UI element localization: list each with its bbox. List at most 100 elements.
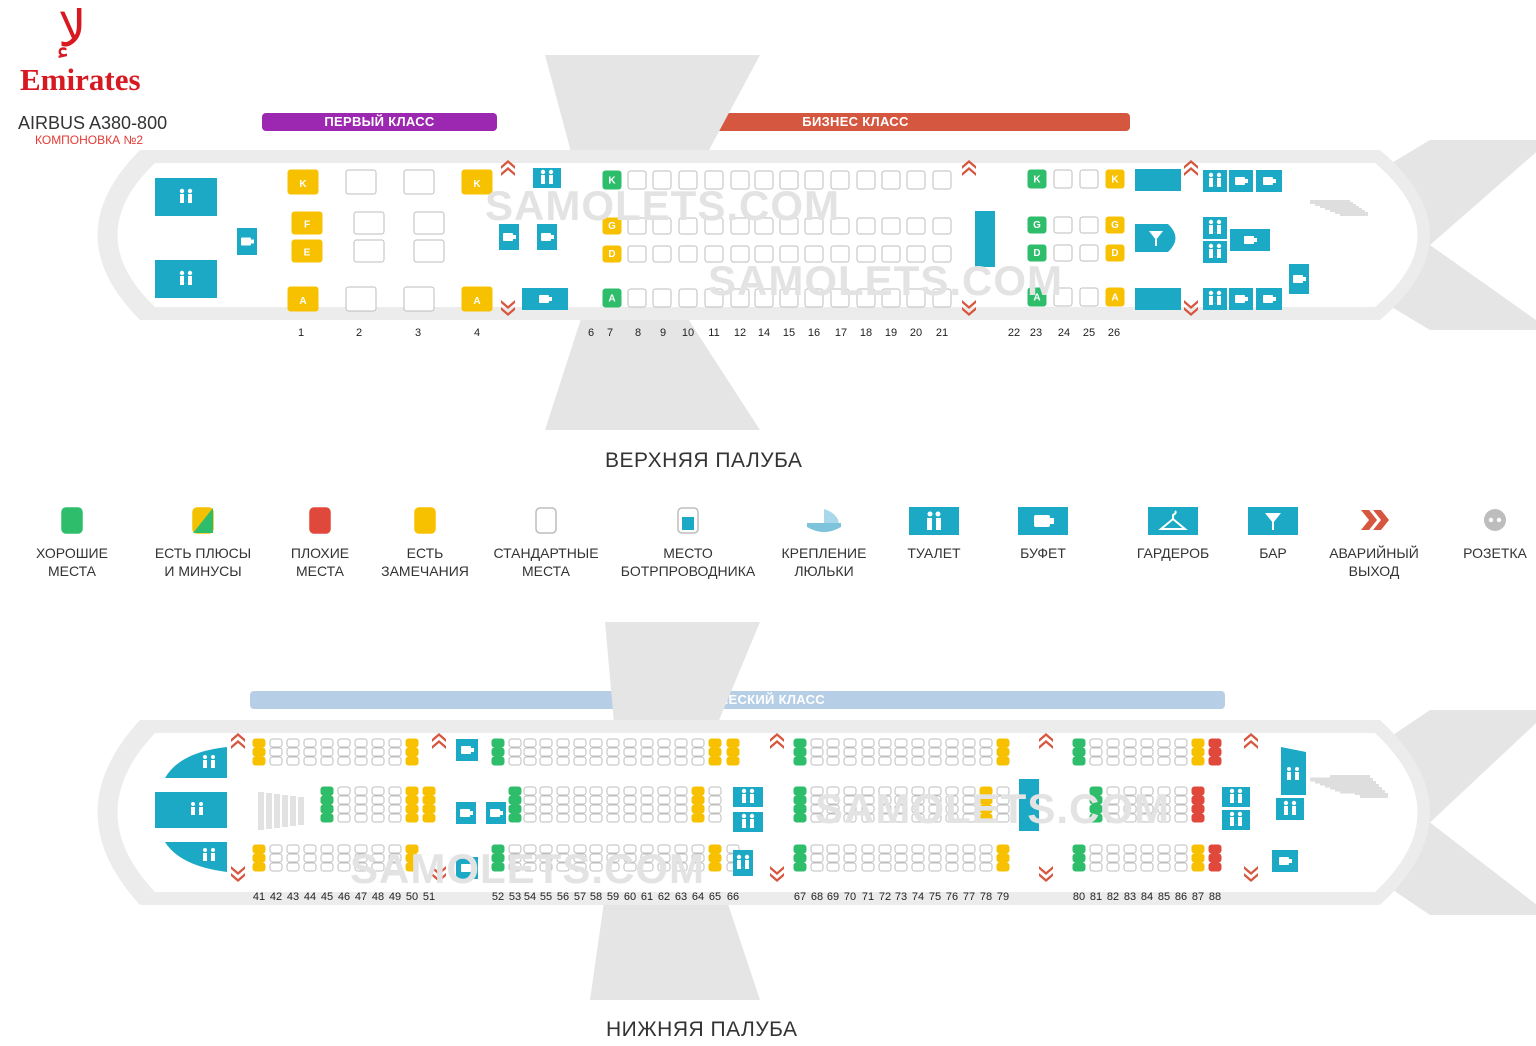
- economy-seat-window-bottom: [1140, 844, 1154, 854]
- economy-seat-window-top: [979, 756, 993, 766]
- economy-seat-window-bottom: [911, 844, 925, 854]
- economy-seat-middle: [1174, 795, 1188, 805]
- seat-body: [996, 862, 1010, 872]
- seat-body: [894, 853, 908, 863]
- seat-body: [388, 747, 402, 757]
- seat-body: [573, 756, 587, 766]
- economy-seat-window-top: [843, 756, 857, 766]
- economy-seat-window-bottom: [1089, 844, 1103, 854]
- economy-seat-window-top: [657, 738, 671, 748]
- upper-lounge-top: [1135, 169, 1181, 191]
- economy-seat-window-bottom: [337, 853, 351, 863]
- seat-body: [539, 786, 553, 796]
- economy-seat-window-bottom: [793, 862, 807, 872]
- seat-body: [337, 738, 351, 748]
- economy-seat-window-bottom: [286, 862, 300, 872]
- lower-row-number: 47: [354, 891, 368, 903]
- lower-row-number: 55: [539, 891, 553, 903]
- upper-row-number: 26: [1107, 327, 1121, 339]
- economy-seat-middle: [1191, 795, 1205, 805]
- seat-body: [1072, 738, 1086, 748]
- economy-seat-window-bottom: [708, 853, 722, 863]
- economy-seat-window-bottom: [573, 853, 587, 863]
- economy-seat-window-top: [979, 747, 993, 757]
- seat-body: [573, 795, 587, 805]
- economy-seat-middle: [388, 786, 402, 796]
- upper-row-number: 25: [1082, 327, 1096, 339]
- upper-row-number: 3: [414, 327, 422, 339]
- business-seat-a: [1053, 287, 1073, 307]
- seat-body: [405, 738, 419, 748]
- business-seat-k: [704, 170, 724, 190]
- seat-body: [523, 804, 537, 814]
- lower-row-number: 85: [1157, 891, 1171, 903]
- galley-icon: [461, 864, 471, 872]
- seat-body: [371, 756, 385, 766]
- seat-body: [652, 245, 672, 263]
- seat-body: [491, 853, 505, 863]
- seat-body: [602, 170, 622, 190]
- business-seat-d: [678, 245, 698, 263]
- seat-body: [793, 844, 807, 854]
- exit-chevron: [501, 307, 515, 316]
- seat-letter: F: [304, 219, 310, 230]
- toilet-icon: [927, 518, 932, 530]
- lower-row-number: 80: [1072, 891, 1086, 903]
- toilet-icon: [191, 807, 195, 815]
- business-seat-k: [804, 170, 824, 190]
- seat-body: [405, 786, 419, 796]
- toilet-icon: [1291, 800, 1297, 806]
- economy-seat-window-top: [1072, 738, 1086, 748]
- seat-body: [602, 217, 622, 235]
- economy-seat-window-top: [523, 738, 537, 748]
- economy-seat-window-top: [623, 747, 637, 757]
- exit-upper-1-top: [501, 160, 515, 176]
- business-seat-d: D: [1105, 244, 1125, 262]
- business-seat-k: [779, 170, 799, 190]
- exit-chevron: [501, 300, 515, 309]
- economy-seat-window-bottom: [793, 844, 807, 854]
- economy-seat-window-top: [1208, 738, 1222, 748]
- economy-seat-middle: [606, 813, 620, 823]
- economy-seat-window-bottom: [508, 844, 522, 854]
- economy-seat-window-bottom: [878, 844, 892, 854]
- toilet-icon: [1230, 794, 1234, 803]
- seat-letter: A: [1033, 293, 1040, 304]
- toilet-icon: [909, 507, 959, 535]
- economy-seat-window-bottom: [1191, 862, 1205, 872]
- seat-body: [691, 795, 705, 805]
- business-seat-d: [1079, 244, 1099, 262]
- seat-body: [793, 804, 807, 814]
- economy-seat-window-top: [640, 738, 654, 748]
- seat-body: [606, 756, 620, 766]
- economy-seat-window-top: [1089, 747, 1103, 757]
- lower-row-number: 48: [371, 891, 385, 903]
- economy-seat-middle: [523, 786, 537, 796]
- legend-item-standard: СТАНДАРТНЫЕ МЕСТА: [476, 505, 616, 580]
- seat-body: [878, 738, 892, 748]
- lower-row-number: 51: [422, 891, 436, 903]
- seat-body: [1208, 738, 1222, 748]
- seat-body: [606, 862, 620, 872]
- economy-seat-middle: [556, 786, 570, 796]
- toilet-lower-aft: ŽĪ: [1222, 787, 1250, 807]
- seat-body: [881, 217, 901, 235]
- toilet-icon: [203, 755, 207, 759]
- seat-body: [1072, 844, 1086, 854]
- lower-row-number: 41: [252, 891, 266, 903]
- toilet-icon: [1283, 800, 1289, 806]
- legend-label: АВАРИЙНЫЙ ВЫХОД: [1329, 545, 1419, 579]
- stairs-lower: [274, 794, 280, 828]
- economy-seat-window-top: [708, 756, 722, 766]
- seat-body: [556, 862, 570, 872]
- seat-body: [523, 853, 537, 863]
- business-seat-k: [754, 170, 774, 190]
- economy-seat-window-top: [826, 747, 840, 757]
- galley-icon: [1273, 297, 1276, 301]
- economy-seat-window-top: [1157, 738, 1171, 748]
- economy-seat-window-top: [252, 738, 266, 748]
- toilet-icon: [203, 848, 207, 852]
- seat-body: [911, 853, 925, 863]
- economy-seat-window-bottom: [1191, 853, 1205, 863]
- seat-body: [1174, 853, 1188, 863]
